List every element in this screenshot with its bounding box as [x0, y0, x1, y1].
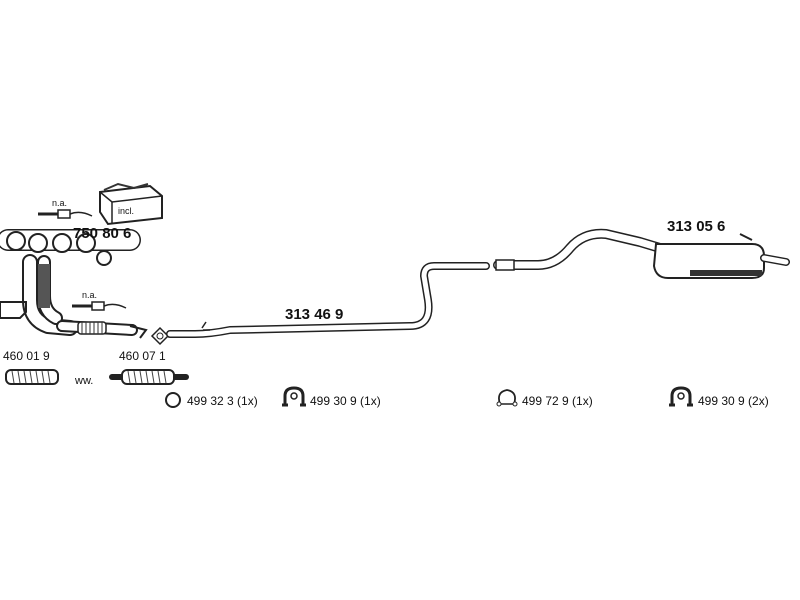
rubber-hanger-icon — [282, 386, 306, 407]
flex-right-part-number: 460 07 1 — [119, 349, 166, 363]
hardware-item-2: 499 30 9 (1x) — [282, 386, 381, 408]
rear-pipe — [493, 228, 665, 271]
incl-label: incl. — [118, 206, 134, 216]
hardware-label: 499 30 9 (2x) — [698, 394, 769, 408]
hardware-item-3: 499 72 9 (1x) — [496, 389, 593, 408]
ring-icon — [165, 392, 181, 408]
manifold-na-label: n.a. — [52, 198, 67, 208]
flex-left-part-number: 460 01 9 — [3, 349, 50, 363]
rubber-hanger-icon — [669, 386, 693, 407]
hardware-label: 499 30 9 (1x) — [310, 394, 381, 408]
front-downpipe — [56, 320, 148, 339]
rear-silencer-part-number: 313 05 6 — [667, 218, 725, 235]
ww-label: ww. — [74, 375, 93, 387]
exhaust-manifold — [0, 229, 141, 336]
hardware-label: 499 32 3 (1x) — [187, 394, 258, 408]
front-pipe — [166, 262, 490, 338]
manifold-part-number: 750 80 6 — [73, 225, 131, 242]
front-na-label: n.a. — [82, 290, 97, 300]
flange-gasket — [150, 326, 170, 346]
clamp-icon — [496, 389, 518, 407]
hardware-label: 499 72 9 (1x) — [522, 394, 593, 408]
gasket-kit-box — [99, 182, 163, 226]
front-pipe-part-number: 313 46 9 — [285, 306, 343, 323]
hardware-item-4: 499 30 9 (2x) — [669, 386, 769, 408]
lambda-sensor-top — [38, 209, 93, 219]
hardware-item-1: 499 32 3 (1x) — [165, 392, 258, 408]
bracket — [0, 301, 27, 319]
rear-silencer — [652, 233, 790, 279]
lambda-sensor-bottom — [72, 301, 127, 311]
flex-tube-left — [5, 369, 59, 385]
flex-tube-right — [109, 369, 189, 385]
